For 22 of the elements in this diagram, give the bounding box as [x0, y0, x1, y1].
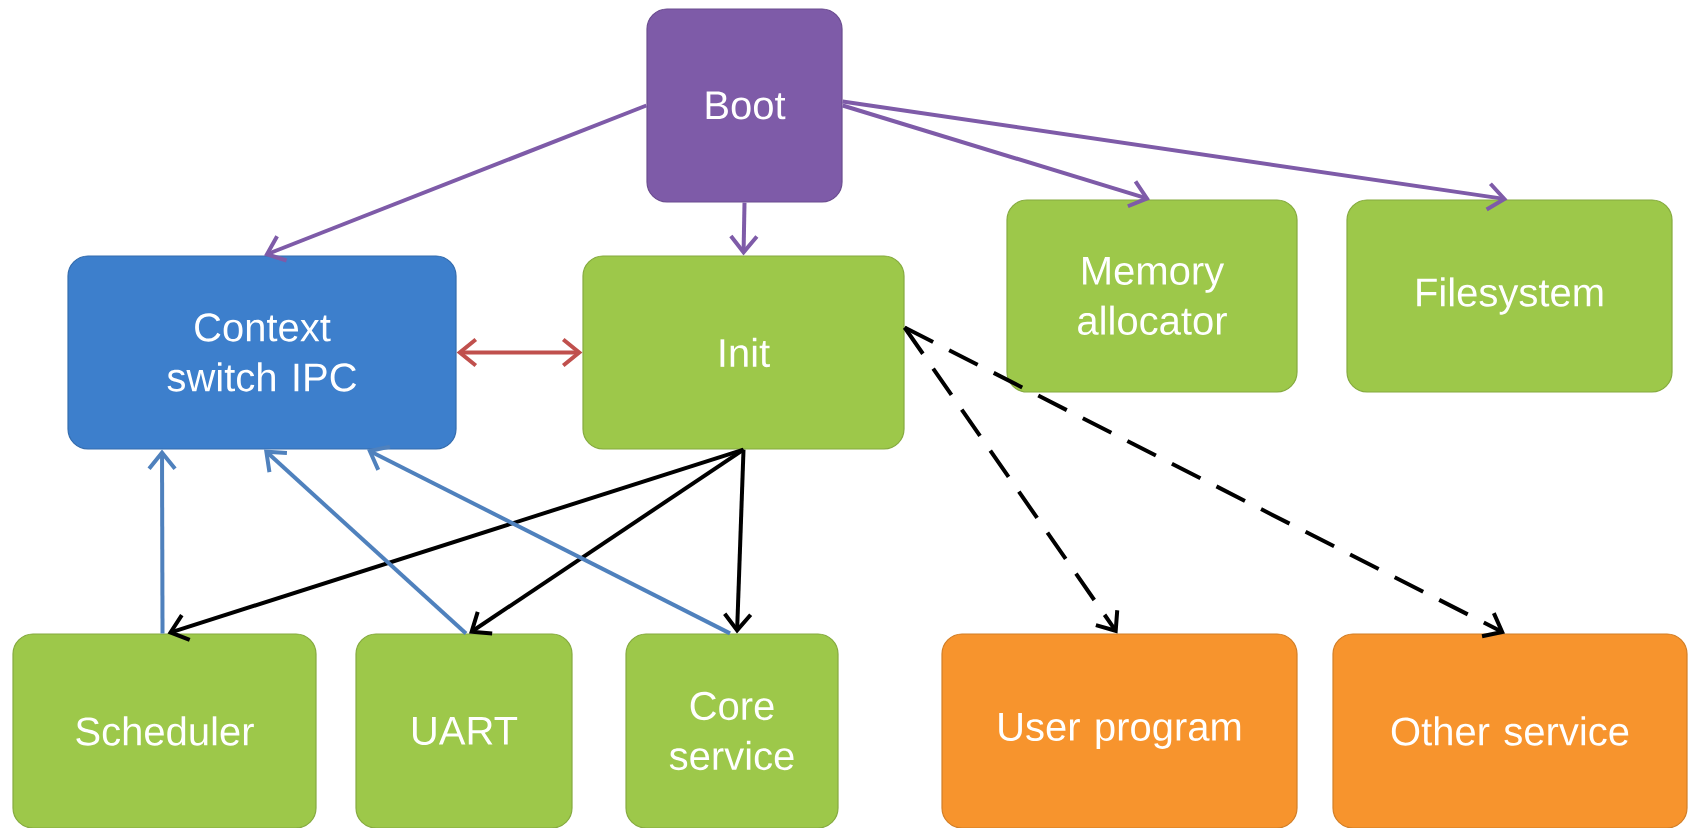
arrow	[167, 447, 745, 642]
arrow	[842, 99, 1508, 212]
arrow	[367, 444, 731, 636]
process-box: Other service	[1332, 633, 1688, 828]
arrow	[264, 103, 648, 263]
process-box: Context switch IPC	[67, 255, 457, 450]
process-box: Init	[582, 255, 905, 450]
arrow	[723, 449, 753, 634]
arrow	[147, 449, 177, 634]
process-box: Boot	[646, 8, 843, 203]
process-box: User program	[941, 633, 1298, 828]
arrow	[469, 447, 745, 636]
process-box: Memory allocator	[1006, 199, 1298, 393]
arrow	[903, 325, 1505, 639]
arrow	[456, 337, 583, 368]
arrow	[264, 449, 468, 635]
process-box: UART	[355, 633, 573, 828]
arrow	[902, 326, 1120, 634]
arrow	[842, 103, 1150, 209]
process-box: Scheduler	[12, 633, 317, 828]
process-box: Core service	[625, 633, 839, 828]
process-box: Filesystem	[1346, 199, 1673, 393]
